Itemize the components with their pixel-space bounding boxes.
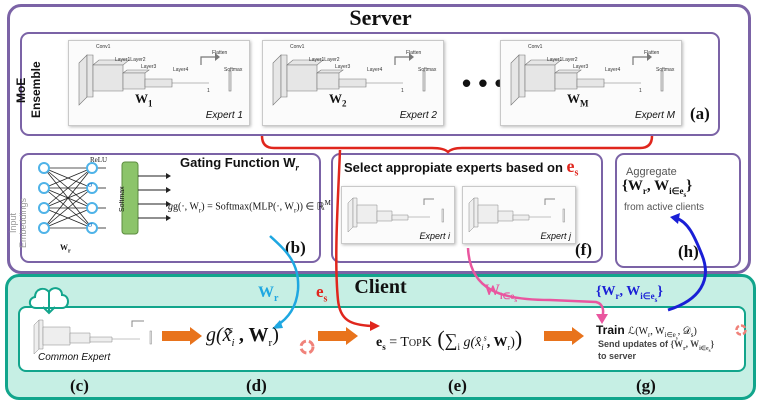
select-experts-title: Select appropiate experts based on es <box>344 156 579 179</box>
topk-formula: es = TopK (∑i g(x̂is, Wr)) <box>376 326 523 352</box>
gating-mlp-diagram <box>38 161 171 235</box>
red-brace <box>260 135 654 154</box>
expert-caption: Expert j <box>540 231 571 241</box>
expert-card-m: Conv1 Layer1Layer2 Layer3 Layer4 Flatten… <box>500 40 682 126</box>
expert-weight-label: W1 <box>135 91 153 109</box>
gating-output-formula: g(x̂is, Wr) <box>206 324 279 349</box>
client-title: Client <box>354 276 407 298</box>
sigma-label: σ <box>88 220 93 229</box>
orange-arrow-d-e <box>318 327 358 345</box>
expert-card-j: Expert j <box>462 186 576 244</box>
server-title: Server <box>349 5 412 30</box>
expert-card-i: Expert i <box>341 186 455 244</box>
panel-label-e: (e) <box>448 376 467 395</box>
server-panel <box>7 4 751 274</box>
refresh-icon <box>299 339 315 355</box>
expert-caption: Expert 1 <box>205 110 243 121</box>
wr-small-label: Wr <box>60 243 71 255</box>
wies-arrow-label: Wi∈es <box>484 282 518 304</box>
panel-label-d: (d) <box>246 376 267 395</box>
aggregate-line3: from active clients <box>624 202 705 213</box>
ellipsis: • • • <box>462 68 504 98</box>
red-arrow-experts-to-e <box>335 149 373 328</box>
common-expert-label: Common Expert <box>38 352 111 363</box>
es-arrow-label: es <box>316 282 328 305</box>
cnn-diagram-icon <box>510 53 664 106</box>
orange-arrow-c-d <box>162 327 202 345</box>
cnn-diagram-icon <box>272 53 426 106</box>
send-updates-line2: to server <box>598 351 637 361</box>
navy-arrow-aggregate <box>667 216 707 312</box>
pink-arrow-wies <box>466 247 605 319</box>
panel-label-h: (h) <box>678 242 699 261</box>
expert-card-2: Conv1 Layer1Layer2 Layer3 Layer4 Flatten… <box>262 40 444 126</box>
send-updates-text: Send updates of {Wr, Wi∈es} <box>598 339 715 354</box>
relu-label: ReLU <box>90 156 108 164</box>
panel-label-c: (c) <box>70 376 89 395</box>
train-label: Train ℒ(Wr, Wi∈es, 𝒟s) <box>596 323 697 342</box>
blue-arrow-wr <box>269 235 300 328</box>
aggregate-line1: Aggregate <box>626 166 677 178</box>
refresh-icon <box>735 324 747 336</box>
gating-title: Gating Function Wr <box>180 155 300 173</box>
panel-label-a: (a) <box>690 104 710 123</box>
cnn-diagram-icon <box>78 53 232 106</box>
cloud-download-icon <box>28 287 69 315</box>
expert-weight-label: WM <box>567 91 589 109</box>
expert-caption: Expert M <box>634 110 675 121</box>
expert-card-1: Conv1 Layer1Layer2 Layer3 Layer4 Flatten… <box>68 40 250 126</box>
expert-caption: Expert 2 <box>399 110 437 121</box>
panel-label-g: (g) <box>636 376 656 395</box>
cnn-diagram-icon <box>347 197 444 233</box>
sigma-label: σ <box>88 180 93 189</box>
wr-arrow-label: Wr <box>258 284 279 305</box>
aggregate-set: {Wr, Wi∈es} <box>622 178 693 199</box>
orange-arrow-e-g <box>544 327 584 345</box>
cnn-diagram-icon <box>468 197 565 233</box>
expert-weight-label: W2 <box>329 91 347 109</box>
panel-label-b: (b) <box>285 238 306 257</box>
common-expert-diagram <box>33 319 152 355</box>
panel-label-f: (f) <box>575 240 592 259</box>
set-arrow-label: {Wr, Wi∈es} <box>596 284 663 304</box>
expert-caption: Expert i <box>419 231 450 241</box>
aggregate-box <box>615 153 741 268</box>
gating-formula: gg(·, Wr) = Softmax(MLP(·, Wr)) ∈ ℝM <box>168 199 331 215</box>
